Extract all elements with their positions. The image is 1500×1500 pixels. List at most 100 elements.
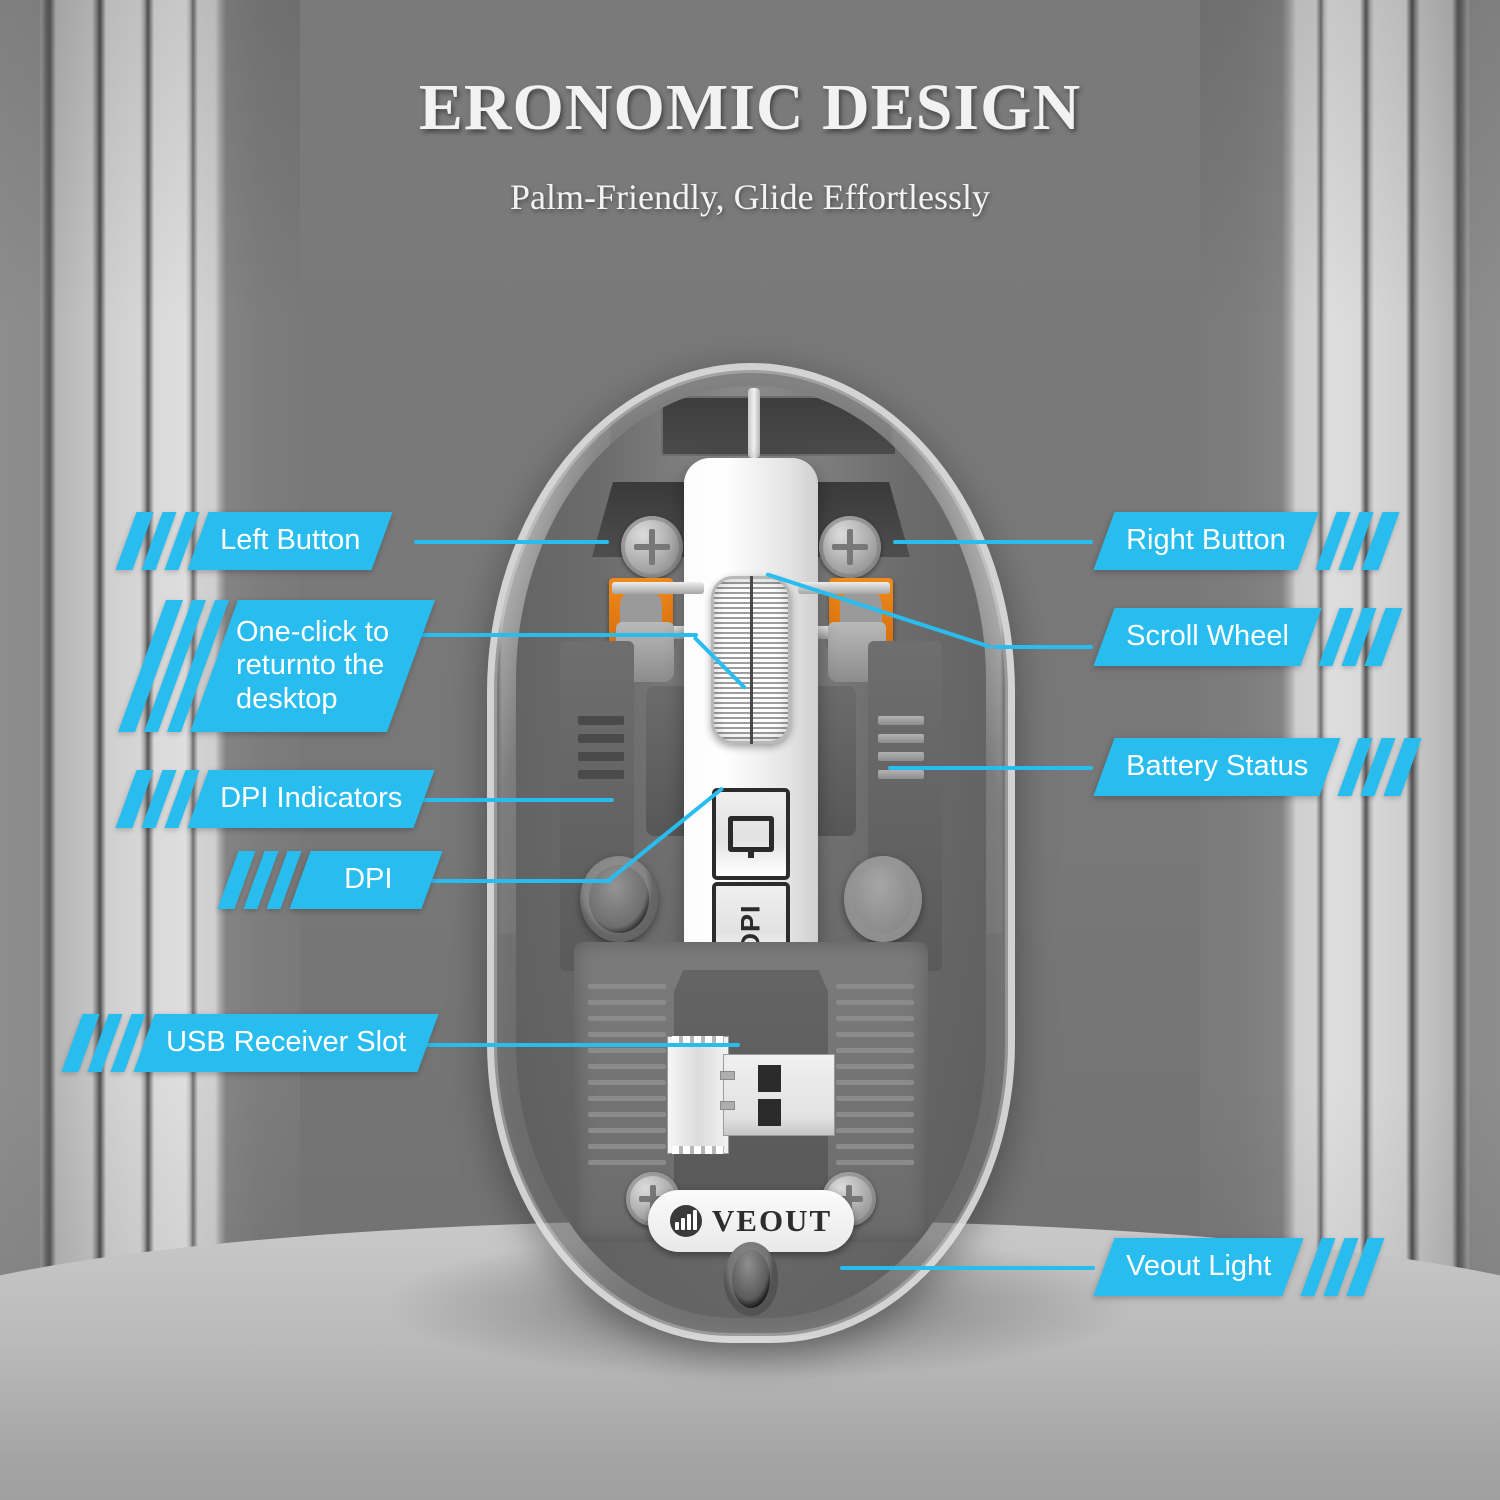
brand-logo-plate: VEOUT [648,1190,854,1252]
dpi-indicator-bar [578,734,624,743]
callout-tag[interactable]: One-click to returnto the desktop [189,600,436,732]
bay-rib [836,1128,914,1133]
mouse-internals: DPI [516,386,986,1318]
mouse-product-image: DPI [487,363,1015,1343]
wheel-axle-left [612,582,704,594]
callout-label: Veout Light [1126,1250,1272,1283]
mount-ring-right [844,856,922,942]
callout-right-button[interactable]: Right Button [1093,512,1400,570]
bay-rib [836,1048,914,1053]
usb-dongle-body [667,1036,729,1154]
slash-decor-dpi-indicators [115,770,200,828]
battery-status-bar [878,716,924,725]
callout-tag[interactable]: Left Button [187,512,393,570]
desktop-button [712,788,790,880]
callout-label: USB Receiver Slot [166,1026,407,1059]
leader-line-right-button [893,540,1093,544]
callout-label: Left Button [220,524,361,557]
slash-decor-battery [1337,738,1422,796]
monitor-icon [728,816,774,858]
bay-rib [836,1112,914,1117]
slash-decor-veout-light [1300,1238,1385,1296]
dpi-indicator-bar [578,752,624,761]
callout-dpi[interactable]: DPI [217,851,443,909]
scroll-wheel [711,576,791,744]
bay-rib [836,1160,914,1165]
callout-usb-receiver-slot[interactable]: USB Receiver Slot [61,1014,439,1072]
screw-top-right [819,516,881,578]
usb-a-connector [720,1054,835,1136]
leader-line-dpi-h [404,879,612,883]
callout-battery-status[interactable]: Battery Status [1093,738,1422,796]
callout-left-button[interactable]: Left Button [115,512,393,570]
bay-rib [588,1016,666,1021]
bay-rib [588,1128,666,1133]
mouse-transparent-shell: DPI [487,363,1015,1343]
battery-status-bar [878,734,924,743]
leader-line-scroll-wheel-h [993,645,1093,649]
callout-tag[interactable]: Veout Light [1093,1238,1304,1296]
callout-tag[interactable]: USB Receiver Slot [133,1014,439,1072]
callout-label: DPI [344,863,393,896]
bay-rib [836,1096,914,1101]
callout-label: Battery Status [1126,750,1309,783]
bay-rib [588,1160,666,1165]
bay-rib [836,1144,914,1149]
callout-scroll-wheel[interactable]: Scroll Wheel [1093,608,1403,666]
leader-line-one-click-h [404,633,698,637]
usb-retention-tab [720,1101,735,1110]
slash-decor-right-button [1315,512,1400,570]
leader-line-veout-light [840,1266,1095,1270]
center-column: DPI [684,458,818,1038]
bay-rib [588,1080,666,1085]
top-pin [748,388,760,458]
leader-line-dpi-indicators [408,798,614,802]
bay-rib [588,1048,666,1053]
page-title: ERONOMIC DESIGN [418,71,1082,144]
bay-rib [588,984,666,989]
dpi-indicator-bar [578,716,624,725]
screw-top-left [621,516,683,578]
dpi-indicator-bar [578,770,624,779]
bay-rib [836,984,914,989]
bay-rib [588,1064,666,1069]
leader-line-battery-status [888,766,1093,770]
bay-rib [836,1064,914,1069]
bar-chart-circle-icon [669,1205,702,1237]
callout-dpi-indicators[interactable]: DPI Indicators [115,770,435,828]
callout-label: Scroll Wheel [1126,620,1289,653]
battery-status-bars [878,716,924,788]
bay-ribs-right [836,984,914,1176]
callout-tag[interactable]: DPI Indicators [187,770,435,828]
bay-rib [836,1032,914,1037]
bay-rib [588,1112,666,1117]
bay-rib [588,1096,666,1101]
optical-sensor [724,1242,778,1316]
bay-rib [836,1000,914,1005]
slash-decor-scroll-wheel [1318,608,1403,666]
top-circuit-bar [661,396,897,456]
battery-status-bar [878,770,924,779]
bay-ribs-left [588,984,666,1176]
bay-rib [588,1144,666,1149]
bay-rib [836,1016,914,1021]
callout-tag[interactable]: Scroll Wheel [1093,608,1322,666]
callout-veout-light[interactable]: Veout Light [1093,1238,1385,1296]
bay-rib [588,1000,666,1005]
slash-decor-left-button [115,512,200,570]
callout-one-click-desktop[interactable]: One-click to returnto the desktop [117,600,436,732]
callout-tag[interactable]: Battery Status [1093,738,1341,796]
leader-line-usb-slot [400,1043,740,1047]
usb-receiver-dongle [667,1036,835,1154]
callout-tag[interactable]: Right Button [1093,512,1319,570]
callout-tag[interactable]: DPI [289,851,443,909]
brand-name: VEOUT [711,1203,833,1238]
dpi-indicator-bars [578,716,624,788]
bay-rib [588,1032,666,1037]
page-subtitle: Palm-Friendly, Glide Effortlessly [510,177,990,217]
callout-label: One-click to returnto the desktop [236,615,390,715]
callout-label: DPI Indicators [220,782,403,815]
callout-label: Right Button [1126,524,1286,557]
slash-decor-dpi [217,851,302,909]
